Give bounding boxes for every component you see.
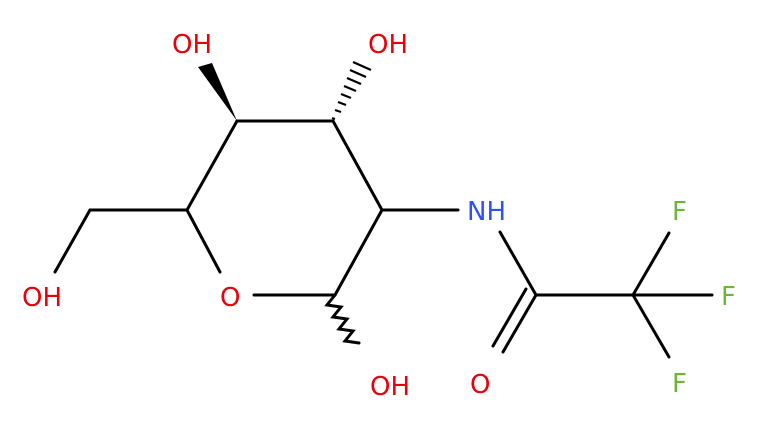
- f-right-label: F: [721, 282, 736, 312]
- bond-c5-c4: [185, 119, 239, 212]
- hash-bond-c3-oh: [331, 60, 372, 121]
- ring-oxygen-label: O: [220, 283, 240, 313]
- bond-carbonyl-o-2: [491, 287, 528, 348]
- bond-c6-oh: [53, 208, 92, 274]
- f-top-label: F: [672, 197, 687, 227]
- oh-left-label: OH: [22, 283, 62, 313]
- wavy-bond-c1-oh: [324, 293, 361, 345]
- bond-carbonyl-o-1: [501, 293, 538, 354]
- oh-bottom-label: OH: [370, 372, 410, 402]
- bond-n-carbonyl: [498, 230, 538, 297]
- oh-top-left-label: OH: [172, 30, 212, 60]
- bond-c2-c1: [333, 208, 384, 297]
- carbonyl-oxygen-label: O: [470, 370, 490, 400]
- bond-o-c5: [185, 208, 222, 274]
- bond-c3-c2: [331, 119, 384, 212]
- nh-label: NH: [467, 197, 506, 227]
- wedge-bond-c4-oh: [198, 63, 237, 121]
- bond-cf3-f-top: [631, 231, 671, 297]
- f-bottom-label: F: [672, 369, 687, 399]
- bond-cf3-f-bottom: [631, 293, 671, 359]
- oh-top-right-label: OH: [368, 30, 408, 60]
